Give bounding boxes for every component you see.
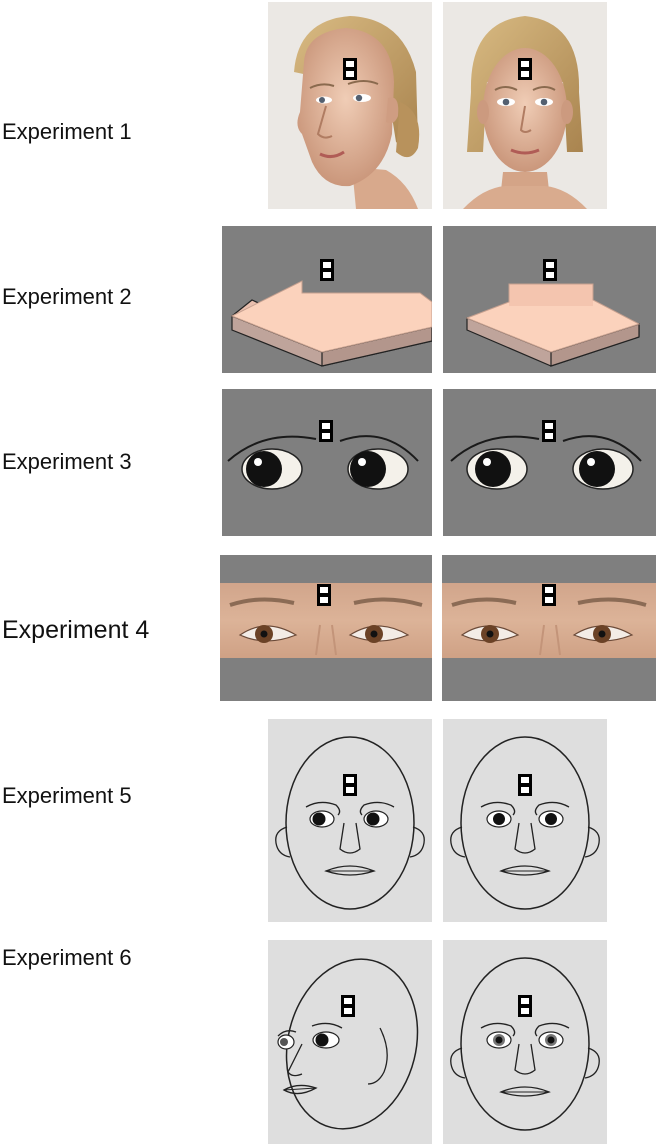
exp3-cartoon-eyes-right-panel — [443, 389, 656, 536]
exp2-arrow-down-panel — [443, 226, 656, 373]
exp1-frontal-photo — [443, 2, 607, 209]
exp4-photo-eyes-left-panel — [220, 555, 432, 701]
fixation-marker-icon — [320, 259, 334, 281]
fixation-marker-icon — [542, 584, 556, 606]
fixation-marker-icon — [341, 995, 355, 1017]
fixation-marker-icon — [518, 774, 532, 796]
exp3-cartoon-eyes-left-panel — [222, 389, 432, 536]
exp2-arrow-left-panel — [222, 226, 432, 373]
exp5-schematic-face-right-panel — [443, 719, 607, 922]
exp1-head-turned-photo — [268, 2, 432, 209]
fixation-marker-icon — [319, 420, 333, 442]
fixation-marker-icon — [317, 584, 331, 606]
fixation-marker-icon — [518, 58, 532, 80]
fixation-marker-icon — [343, 774, 357, 796]
experiment-2-label: Experiment 2 — [2, 284, 132, 309]
experiment-1-label: Experiment 1 — [2, 119, 132, 144]
experiment-3-label: Experiment 3 — [2, 449, 132, 474]
exp5-schematic-face-left-panel — [268, 719, 432, 922]
experiment-4-label: Experiment 4 — [2, 616, 150, 644]
exp6-schematic-face-right-panel — [443, 940, 607, 1144]
experiment-6-label: Experiment 6 — [2, 945, 132, 970]
exp6-schematic-face-left-panel — [268, 940, 432, 1144]
fixation-marker-icon — [542, 420, 556, 442]
experiment-5-label: Experiment 5 — [2, 783, 132, 808]
exp4-photo-eyes-right-panel — [442, 555, 656, 701]
fixation-marker-icon — [343, 58, 357, 80]
fixation-marker-icon — [518, 995, 532, 1017]
fixation-marker-icon — [543, 259, 557, 281]
